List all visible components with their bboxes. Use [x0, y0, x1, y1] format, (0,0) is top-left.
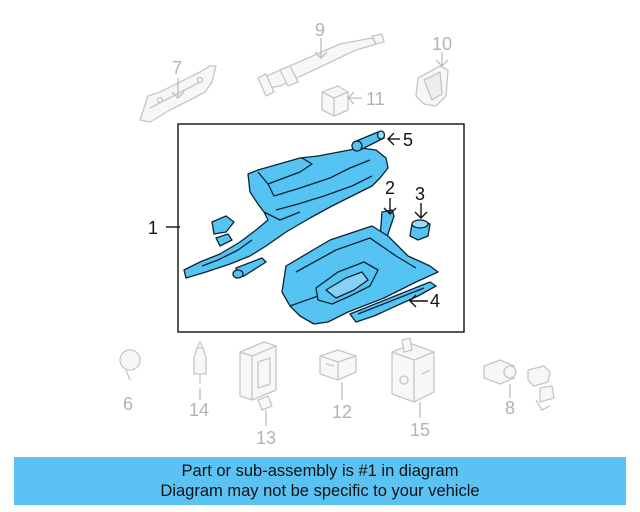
- callout-14: 14: [189, 400, 209, 420]
- callout-4: 4: [430, 291, 440, 311]
- callout-5: 5: [403, 130, 413, 150]
- part-15-lock: [391, 337, 435, 403]
- callout-13: 13: [256, 428, 276, 448]
- part-12-switch: [319, 349, 357, 381]
- part-3-bumper: [409, 219, 431, 241]
- part-8-lock-keys: [483, 359, 555, 411]
- callout-12: 12: [332, 402, 352, 422]
- part-1-door: [281, 225, 439, 325]
- callout-3: 3: [415, 184, 425, 204]
- part-1-small-clip: [211, 215, 235, 247]
- part-4-seal-strip: [349, 281, 437, 323]
- part-1-upper-frame: [183, 147, 389, 279]
- part-5-cylinder: [351, 130, 386, 152]
- callout-6: 6: [123, 394, 133, 414]
- info-banner: Part or sub-assembly is #1 in diagram Di…: [14, 457, 626, 505]
- banner-line-2: Diagram may not be specific to your vehi…: [160, 482, 480, 500]
- callout-7: 7: [172, 58, 182, 78]
- part-6-clip: [119, 349, 141, 381]
- callout-2: 2: [385, 178, 395, 198]
- parts-diagram: 1 2 3 4 5 6 7 8 9 10 11 12 13 14 15: [119, 20, 555, 448]
- banner-line-1: Part or sub-assembly is #1 in diagram: [181, 462, 459, 480]
- part-13-lamp: [239, 341, 277, 411]
- callout-9: 9: [315, 20, 325, 40]
- callout-11: 11: [366, 89, 385, 109]
- callout-10: 10: [432, 34, 452, 54]
- part-10-cover: [415, 65, 449, 107]
- part-11-bumper: [321, 85, 349, 117]
- part-1-handle: [232, 257, 267, 279]
- callout-8: 8: [505, 398, 515, 418]
- assembly-1-frame: [177, 123, 465, 333]
- part-9-damper: [257, 33, 385, 97]
- part-14-bulb: [193, 341, 207, 384]
- callout-15: 15: [410, 420, 430, 440]
- callout-1: 1: [148, 218, 158, 238]
